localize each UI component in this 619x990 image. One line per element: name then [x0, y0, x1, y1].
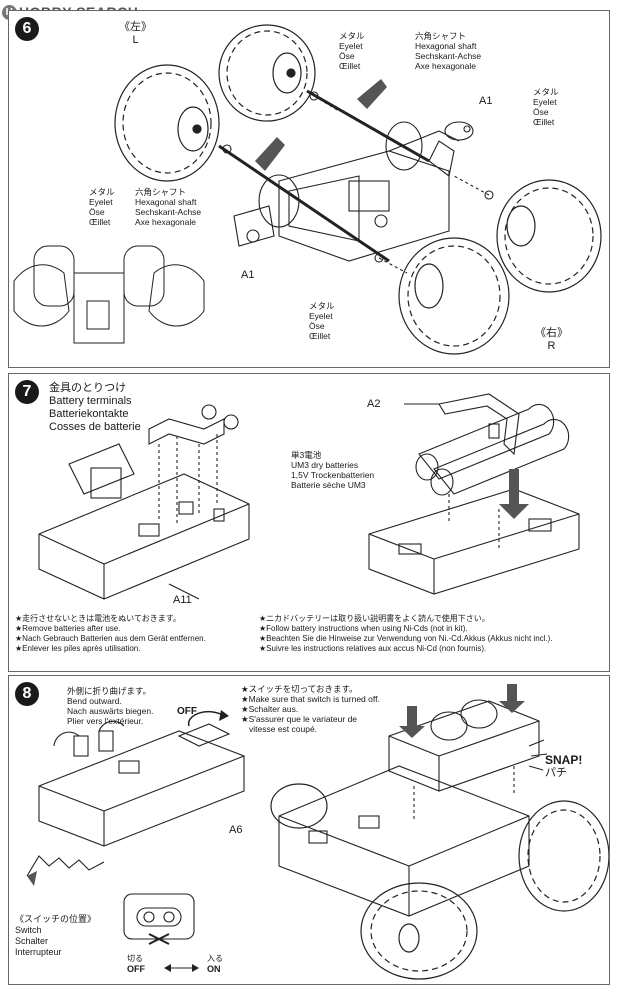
- chassis-box-bend: [38, 720, 245, 847]
- switch-diagram: [123, 893, 199, 972]
- switch-off-note: ★スイッチを切っておきます。★Make sure that switch is …: [241, 684, 380, 734]
- on-jp-label: 入る: [207, 954, 223, 963]
- inset-hands-car: [13, 245, 205, 344]
- hex-shaft-left: [218, 144, 390, 263]
- chassis: [233, 130, 460, 262]
- car-chassis-assembled: [278, 765, 530, 917]
- part-label-a1-top: A1: [479, 95, 493, 107]
- tire-front: [360, 882, 478, 980]
- step-number: 6: [15, 17, 39, 41]
- hex-shaft-top: [306, 89, 430, 163]
- off-en-label: OFF: [127, 964, 145, 974]
- battery-box-left: [38, 443, 250, 600]
- step-8-panel: 8 外側に折り曲げます。Bend outward. Nach auswärts …: [8, 675, 610, 985]
- battery-box-snap: [388, 699, 540, 821]
- tire-front-right: [398, 237, 510, 355]
- right-side-marker: 《右》 R: [535, 327, 568, 352]
- step-6-illustration: [13, 24, 602, 355]
- aa-batteries: [415, 403, 570, 496]
- tire-rear-left: [218, 24, 316, 122]
- battery-box-right: [368, 488, 580, 595]
- note-nicd-batteries: ★ニカドバッテリーは取り扱い説明書をよく読んで使用下さい。★Follow bat…: [259, 614, 553, 653]
- part-label-a2: A2: [367, 398, 381, 410]
- off-label: OFF: [177, 706, 197, 717]
- tire-front-left: [114, 64, 220, 182]
- arrow-left: [255, 137, 285, 171]
- bend-outward-label: 外側に折り曲げます。Bend outward. Nach auswärts bi…: [67, 686, 154, 726]
- note-remove-batteries: ★走行させないときは電池をぬいておきます。★Remove batteries a…: [15, 614, 206, 653]
- arrow-top: [357, 79, 387, 109]
- step-8-illustration: [26, 684, 609, 980]
- battery-holder-a2: [438, 393, 520, 456]
- battery-terminal-plates: [148, 404, 239, 524]
- step-7-illustration: [38, 393, 580, 600]
- press-arrow-right: [499, 684, 525, 713]
- tire-rear: [518, 800, 609, 912]
- tire-rear-right: [496, 179, 602, 293]
- part-label-a1-bottom: A1: [241, 269, 255, 281]
- part-label-a6: A6: [229, 824, 243, 836]
- off-arrow: [187, 710, 225, 727]
- bend-detail: [26, 855, 105, 886]
- press-arrow-left: [399, 706, 425, 738]
- off-jp-label: 切る: [127, 954, 143, 963]
- tire-rear-left-small: [270, 783, 328, 829]
- part-a1-top: [444, 121, 474, 141]
- step-number: 8: [15, 682, 39, 706]
- step-number: 7: [15, 380, 39, 404]
- snap-label: SNAP! パチ: [545, 753, 583, 780]
- left-side-marker: 《左》 L: [119, 21, 152, 46]
- on-en-label: ON: [207, 964, 221, 974]
- part-label-a11: A11: [173, 594, 192, 606]
